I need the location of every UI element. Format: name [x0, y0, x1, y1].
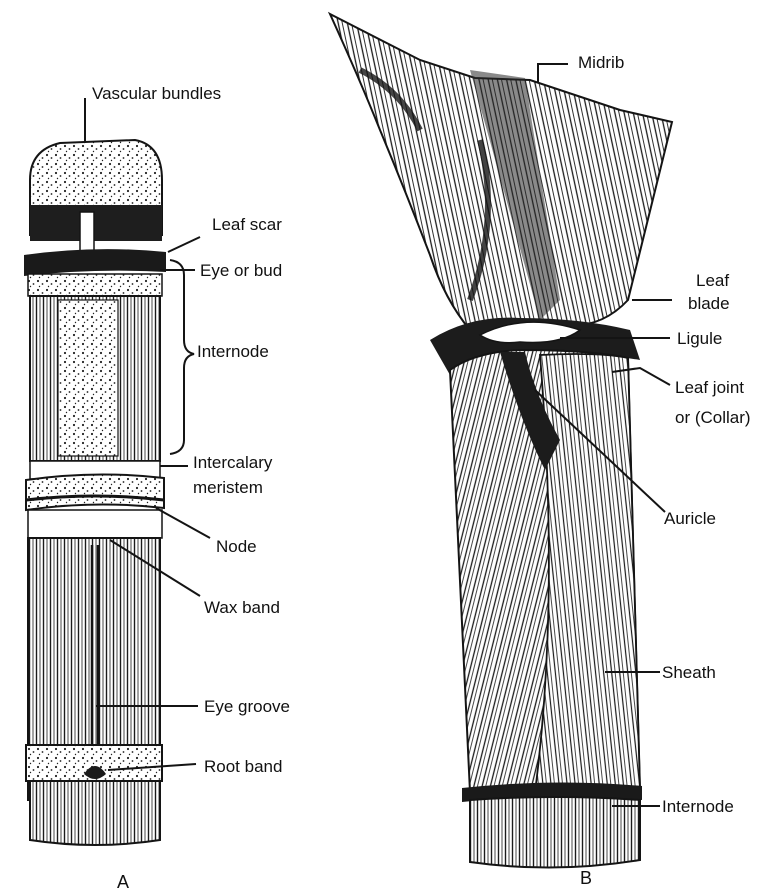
label-auricle: Auricle [664, 509, 716, 528]
sheath-overlap [535, 354, 640, 793]
label-node: Node [216, 537, 257, 556]
wax-band [28, 510, 162, 538]
label-eye-groove: Eye groove [204, 697, 290, 716]
internode-b [470, 797, 640, 868]
label-intercalary-line2: meristem [193, 478, 263, 497]
bottom-stub [30, 781, 160, 845]
node-band [26, 474, 164, 510]
label-wax-band: Wax band [204, 598, 280, 617]
label-leaf-blade-line1: Leaf [696, 271, 729, 290]
label-leaf-scar: Leaf scar [212, 215, 282, 234]
label-leaf-blade-line2: blade [688, 294, 730, 313]
label-sheath: Sheath [662, 663, 716, 682]
label-leaf-joint-line2: or (Collar) [675, 408, 751, 427]
caption-b: B [580, 868, 592, 888]
label-internode-b: Internode [662, 797, 734, 816]
label-ligule: Ligule [677, 329, 722, 348]
label-leaf-joint-line1: Leaf joint [675, 378, 744, 397]
label-midrib: Midrib [578, 53, 624, 72]
label-eye-or-bud: Eye or bud [200, 261, 282, 280]
label-internode-a: Internode [197, 342, 269, 361]
label-vascular-bundles: Vascular bundles [92, 84, 221, 103]
label-intercalary-line1: Intercalary [193, 453, 273, 472]
figure-b-leaf-sheath [330, 14, 672, 868]
dark-band-top [30, 205, 162, 241]
leaf-scar-ring [24, 249, 166, 276]
caption-a: A [117, 872, 129, 892]
figure-a-cane-stalk [24, 140, 166, 845]
label-root-band: Root band [204, 757, 282, 776]
bud-band [28, 274, 162, 296]
